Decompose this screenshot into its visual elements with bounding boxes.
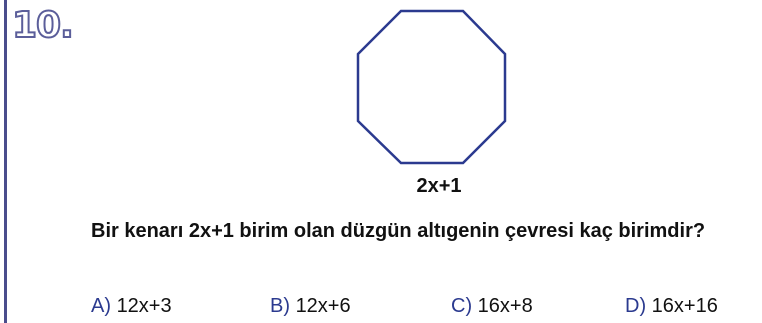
option-c-text: 16x+8 xyxy=(477,295,533,317)
option-b-letter: B) xyxy=(270,295,290,317)
octagon-shape xyxy=(356,9,507,165)
question-text: Bir kenarı 2x+1 birim olan düzgün altıge… xyxy=(91,220,706,242)
question-number: 10. xyxy=(11,5,75,47)
option-c-letter: C) xyxy=(451,295,473,317)
option-d-text: 16x+16 xyxy=(651,295,718,317)
left-margin-rule xyxy=(4,0,7,323)
option-d-letter: D) xyxy=(625,295,647,317)
option-b[interactable]: B) 12x+6 xyxy=(270,294,351,318)
octagon-side-label: 2x+1 xyxy=(416,175,462,197)
option-a[interactable]: A) 12x+3 xyxy=(91,294,172,318)
octagon-figure xyxy=(356,9,507,165)
option-c[interactable]: C) 16x+8 xyxy=(451,294,533,318)
option-a-letter: A) xyxy=(91,295,111,317)
option-b-text: 12x+6 xyxy=(295,295,351,317)
option-d[interactable]: D) 16x+16 xyxy=(625,294,718,318)
option-a-text: 12x+3 xyxy=(116,295,172,317)
